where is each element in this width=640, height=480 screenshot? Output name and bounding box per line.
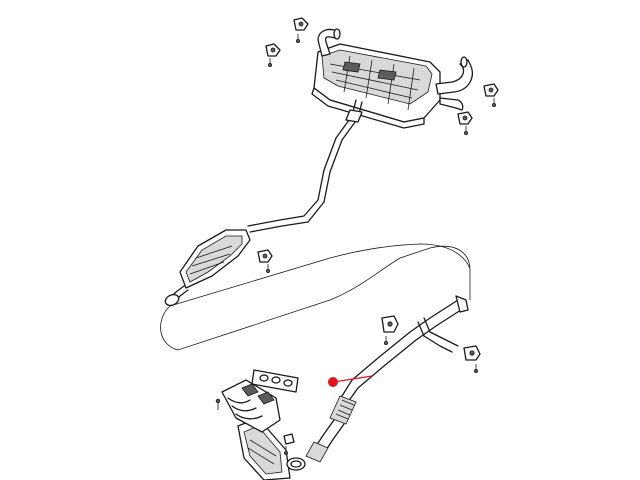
bracket-manifold-2 (283, 433, 295, 455)
rear-muffler (311, 43, 441, 129)
routing-outline (160, 245, 471, 351)
flex-joint (305, 395, 357, 463)
isolator-top-2 (265, 43, 281, 68)
isolator-front-pipe-1 (381, 315, 399, 345)
rubber-isolators (257, 17, 499, 373)
isolator-right-2 (457, 111, 473, 135)
manifold-gasket (251, 369, 299, 393)
tailpipe-left (317, 28, 341, 57)
resonator (164, 229, 251, 307)
bracket-manifold-1 (215, 398, 221, 410)
routing-outline-upper (169, 243, 471, 307)
isolator-top-1 (293, 17, 309, 44)
outlet-gasket (286, 457, 306, 471)
isolator-front-pipe-2 (463, 345, 481, 373)
isolator-right-1 (483, 83, 499, 108)
exhaust-manifold (221, 379, 281, 433)
mounting-brackets (215, 398, 295, 455)
intermediate-pipe (247, 99, 363, 233)
callout-marker (328, 375, 373, 387)
isolator-resonator (257, 249, 273, 273)
catalytic-converter (237, 417, 291, 480)
front-pipe (341, 295, 469, 403)
tailpipe-right (435, 56, 473, 111)
